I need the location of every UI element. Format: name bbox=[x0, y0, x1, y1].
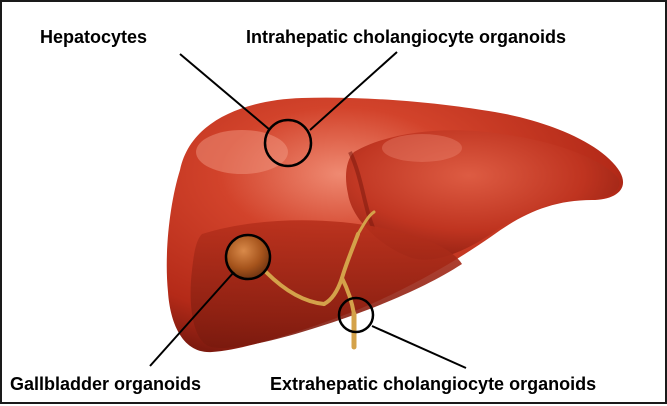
label-hepatocytes: Hepatocytes bbox=[40, 28, 147, 46]
label-gallbladder: Gallbladder organoids bbox=[10, 375, 201, 393]
liver-underside bbox=[191, 220, 462, 348]
label-extrahepatic: Extrahepatic cholangiocyte organoids bbox=[270, 375, 596, 393]
callout-line-extrahepatic bbox=[372, 326, 466, 368]
label-intrahepatic: Intrahepatic cholangiocyte organoids bbox=[246, 28, 566, 46]
liver-highlight bbox=[196, 130, 288, 174]
liver-highlight bbox=[382, 134, 462, 162]
